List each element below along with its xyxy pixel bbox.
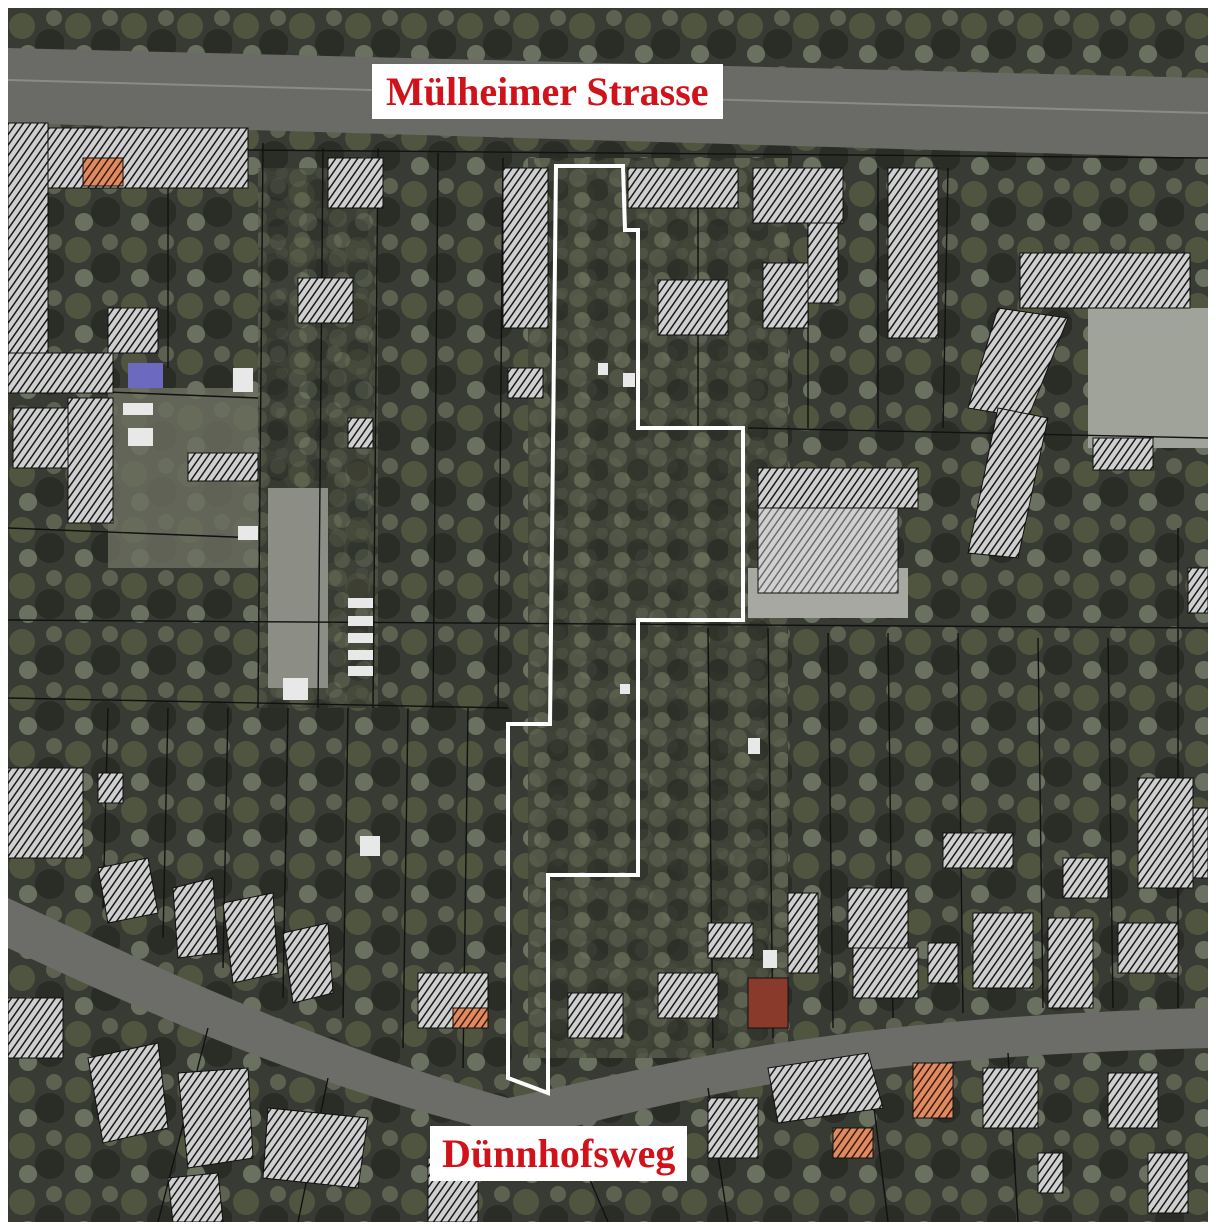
north-street-label: Mülheimer Strasse — [372, 64, 723, 119]
site-boundary-outline — [506, 164, 745, 1096]
map-canvas — [8, 8, 1208, 1222]
parcel-lines — [8, 138, 1208, 1222]
small-structures — [123, 363, 777, 968]
court-area — [1088, 308, 1208, 448]
buildings — [8, 122, 1208, 1222]
south-street-label: Dünnhofsweg — [430, 1126, 688, 1181]
aerial-cadastral-map — [8, 8, 1208, 1222]
south-road — [8, 898, 1208, 1138]
blue-roof — [128, 363, 163, 388]
